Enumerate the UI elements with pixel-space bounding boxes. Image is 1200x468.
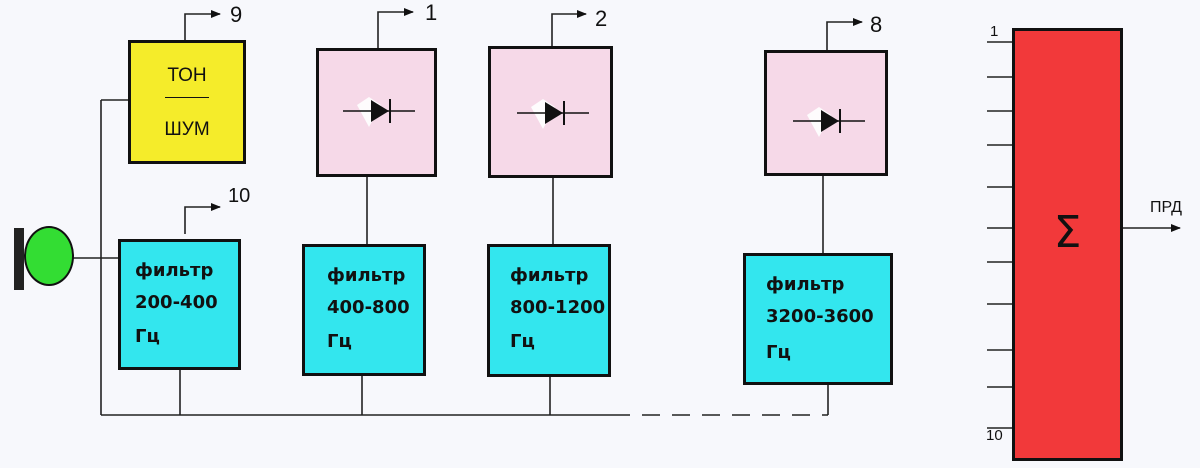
diode-icon bbox=[517, 99, 589, 129]
filter-3200-3600: фильтр 3200-3600 Гц bbox=[743, 253, 893, 385]
summator-output-label: ПРД bbox=[1150, 199, 1182, 216]
output-label-9: 9 bbox=[230, 2, 243, 27]
summator-input-ticks bbox=[987, 41, 1012, 429]
microphone-head bbox=[24, 226, 74, 286]
filter-unit: Гц bbox=[510, 331, 535, 352]
output-arrow-2 bbox=[551, 10, 587, 46]
filter-range: 200-400 bbox=[135, 292, 218, 313]
output-label-2: 2 bbox=[595, 6, 608, 31]
detector-2 bbox=[488, 46, 613, 178]
output-arrow-1 bbox=[377, 8, 414, 48]
filter-range: 3200-3600 bbox=[766, 306, 874, 327]
detector-1 bbox=[316, 48, 437, 177]
diode-icon bbox=[343, 97, 415, 127]
output-label-10: 10 bbox=[228, 185, 251, 207]
filter-range: 800-1200 bbox=[510, 297, 606, 318]
filter-400-800: фильтр 400-800 Гц bbox=[302, 244, 426, 376]
microphone-base bbox=[14, 228, 24, 290]
summator-input-first-label: 1 bbox=[990, 23, 999, 40]
noise-label: ШУМ bbox=[164, 119, 210, 140]
tone-divider bbox=[165, 97, 209, 98]
output-label-8: 8 bbox=[870, 12, 883, 37]
microphone bbox=[14, 226, 74, 294]
filter-unit: Гц bbox=[135, 326, 160, 347]
summator-block: Σ bbox=[1012, 28, 1123, 461]
filter-range: 400-800 bbox=[327, 297, 410, 318]
output-arrow-9 bbox=[184, 10, 221, 40]
sigma-symbol: Σ bbox=[1053, 207, 1082, 258]
output-arrow-8 bbox=[826, 18, 863, 50]
output-arrow-10 bbox=[184, 203, 221, 234]
filter-title: фильтр bbox=[510, 265, 589, 286]
detector-8 bbox=[764, 50, 888, 176]
filter-800-1200: фильтр 800-1200 Гц bbox=[487, 244, 611, 377]
output-label-1: 1 bbox=[425, 0, 438, 25]
diode-icon bbox=[793, 107, 865, 137]
tone-noise-block: ТОН ШУМ bbox=[128, 40, 246, 164]
summator-input-last-label: 10 bbox=[986, 427, 1003, 444]
filter-title: фильтр bbox=[327, 265, 406, 286]
filter-unit: Гц bbox=[327, 331, 352, 352]
tone-label: ТОН bbox=[167, 65, 207, 86]
filter-title: фильтр bbox=[135, 260, 214, 281]
filter-title: фильтр bbox=[766, 274, 845, 295]
filter-unit: Гц bbox=[766, 342, 791, 363]
filter-200-400: фильтр 200-400 Гц bbox=[118, 239, 241, 370]
